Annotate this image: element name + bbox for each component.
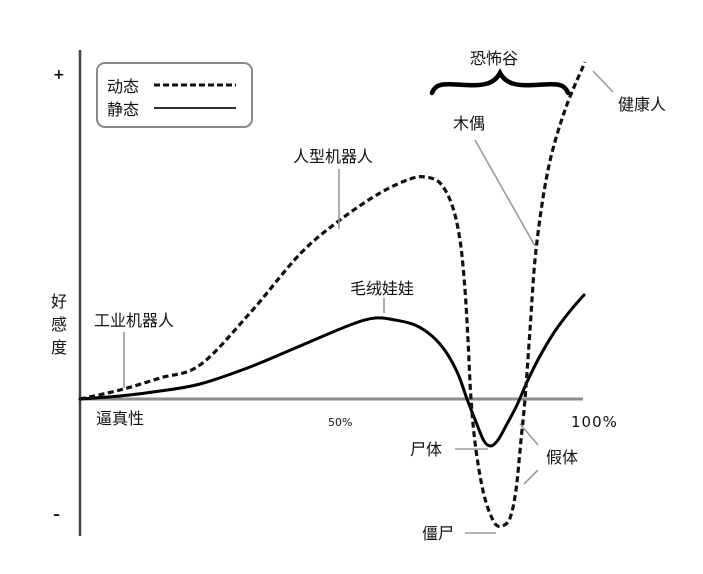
- label-puppet: 木偶: [453, 114, 485, 133]
- x-axis-label: 逼真性: [96, 409, 144, 428]
- leader-healthy-person: [592, 70, 614, 93]
- x-tick-100: 100%: [571, 413, 618, 431]
- uncanny-valley-brace: 恐怖谷: [429, 49, 571, 96]
- x-tick-50: 50%: [328, 416, 352, 429]
- label-humanoid-robot: 人型机器人: [293, 147, 373, 166]
- y-plus-label: +: [53, 67, 65, 83]
- leader-prosthetic-upper: [519, 423, 539, 446]
- label-zombie: 僵尸: [422, 524, 454, 543]
- valley-label: 恐怖谷: [470, 49, 518, 68]
- dynamic-series-line: [79, 61, 587, 529]
- label-healthy-person: 健康人: [618, 95, 666, 114]
- label-industrial-robot: 工业机器人: [94, 311, 174, 330]
- legend-dynamic-label: 动态: [107, 77, 139, 96]
- svg-text:度: 度: [51, 338, 67, 357]
- legend-static-label: 静态: [107, 100, 139, 119]
- leader-prosthetic-lower: [523, 469, 539, 485]
- label-corpse: 尸体: [410, 440, 442, 459]
- label-stuffed-animal: 毛绒娃娃: [350, 279, 414, 298]
- label-prosthetic: 假体: [546, 448, 578, 467]
- leader-puppet: [474, 139, 536, 247]
- y-axis-label: 好 感 度: [51, 292, 67, 357]
- svg-text:感: 感: [51, 315, 67, 334]
- legend: 动态 静态: [96, 62, 253, 128]
- svg-text:好: 好: [51, 292, 67, 311]
- y-minus-label: –: [53, 507, 60, 523]
